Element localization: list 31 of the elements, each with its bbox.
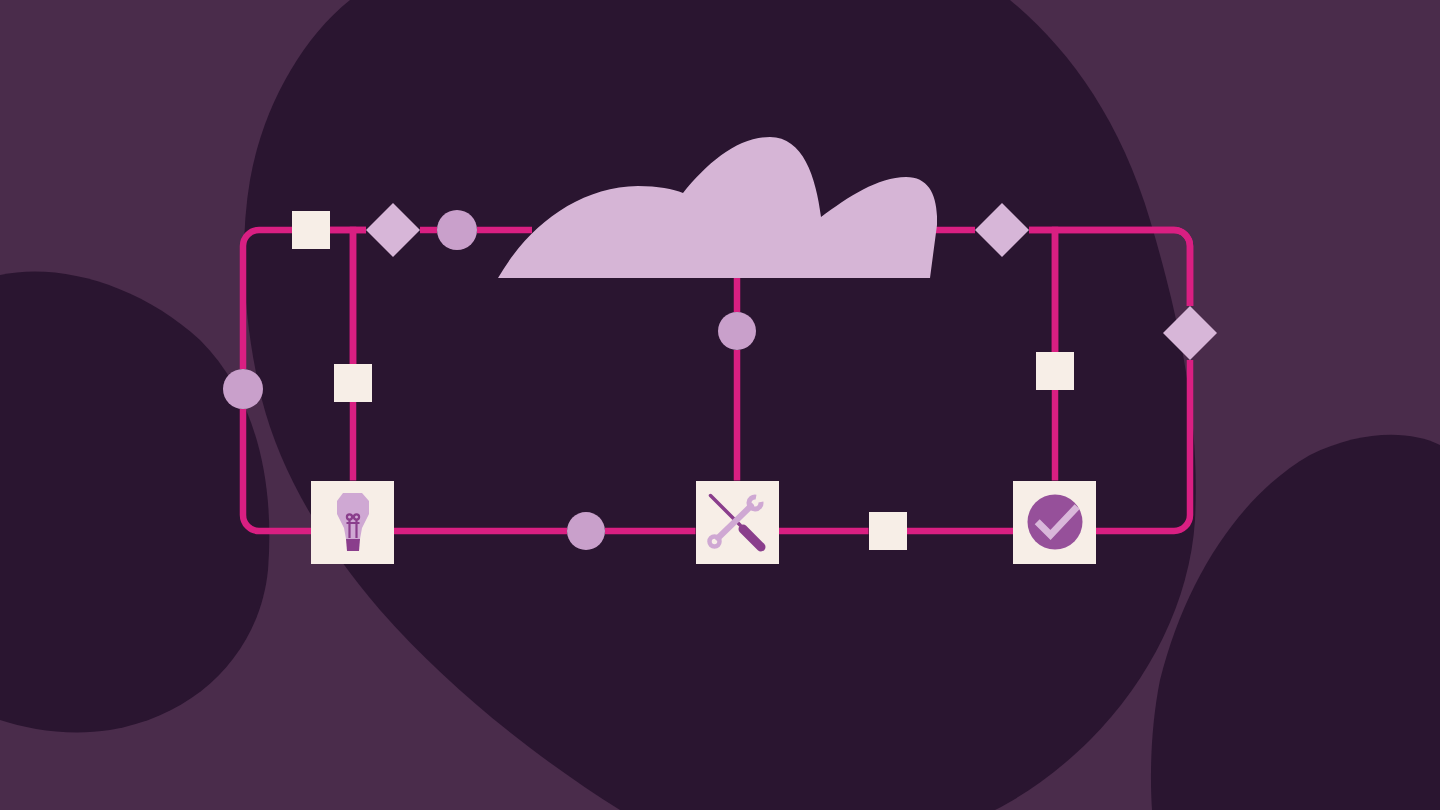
connector-line: [936, 226, 975, 234]
square-node: [868, 512, 907, 550]
diamond-node: [366, 203, 420, 257]
icon-tile: [311, 480, 394, 564]
connector-line: [778, 527, 869, 535]
connector-line: [733, 350, 741, 481]
square-node: [1036, 352, 1074, 390]
circle-node: [437, 210, 477, 250]
connector-line: [605, 527, 696, 535]
connector-line: [1051, 226, 1194, 352]
diamond-node: [1163, 306, 1217, 360]
connector-line: [349, 226, 366, 364]
connector-line: [1051, 390, 1059, 481]
circle-node: [567, 512, 605, 550]
circle-node: [718, 312, 756, 350]
connector-line: [239, 226, 292, 369]
circle-node: [223, 369, 263, 409]
square-node: [292, 211, 330, 249]
connector-line: [1096, 360, 1194, 535]
connector-line: [239, 409, 311, 535]
connector-line: [733, 278, 741, 312]
icon-tile: [695, 480, 779, 564]
diamond-node: [975, 203, 1029, 257]
square-node: [334, 364, 372, 402]
connector-line: [906, 527, 1013, 535]
connector-line: [420, 226, 437, 234]
connector-line: [477, 226, 532, 234]
icon-tile: [1013, 480, 1096, 564]
connector-line: [349, 402, 357, 481]
connector-line: [394, 527, 567, 535]
cloud-node: [498, 137, 937, 278]
